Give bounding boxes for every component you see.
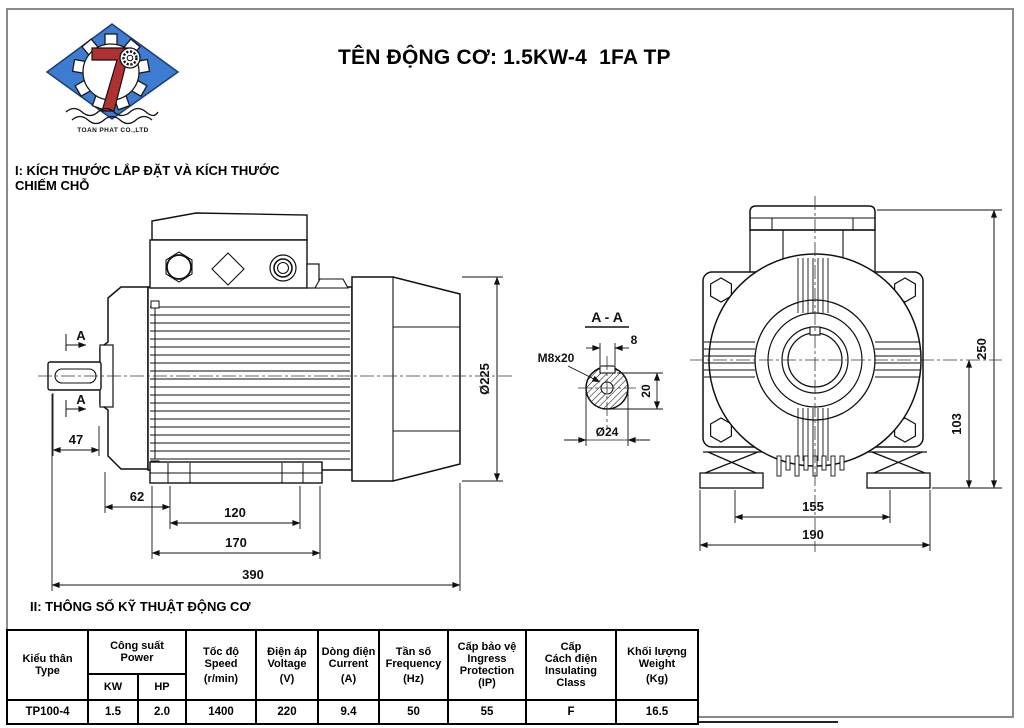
section1-line2: CHIẾM CHỖ <box>15 178 90 193</box>
section2-heading: II: THÔNG SỐ KỸ THUẬT ĐỘNG CƠ <box>30 599 251 614</box>
value-type: TP100-4 <box>6 699 89 725</box>
value-kw: 1.5 <box>87 699 139 725</box>
header-insulation: Cấp Cách điện Insulating Class <box>525 629 617 701</box>
left-ribs <box>704 341 755 378</box>
bottom-fins <box>797 408 829 461</box>
terminal-box-cover <box>151 212 308 241</box>
value-hp: 2.0 <box>137 699 187 725</box>
spec-row: TP100-4 1.5 2.0 1400 220 9.4 50 55 F 16.… <box>6 699 699 725</box>
value-voltage: 220 <box>255 699 319 725</box>
motor-body <box>147 286 353 471</box>
terminal-diamond <box>211 252 245 286</box>
dim-170: 170 <box>225 535 247 550</box>
header-weight: Khối lượng Weight (Kg) <box>615 629 699 701</box>
cable-gland-hex <box>165 251 193 283</box>
header-power: Công suất Power <box>87 629 187 675</box>
header-hp: HP <box>137 673 187 701</box>
section-aa-dimensions <box>564 343 663 446</box>
thread-callout: M8x20 <box>538 351 575 365</box>
dim-key-depth: 20 <box>639 384 653 398</box>
dim-250: 250 <box>974 338 989 360</box>
lifting-lug <box>314 278 349 289</box>
section1-heading: I: KÍCH THƯỚC LẮP ĐẶT VÀ KÍCH THƯỚC CHIẾ… <box>15 163 280 193</box>
logo-waves <box>65 107 159 125</box>
terminal-box-step <box>306 263 320 289</box>
tie-rod-bolt-top <box>150 300 160 309</box>
drawing-title: TÊN ĐỘNG CƠ: 1.5KW-4 1FA TP <box>338 46 671 69</box>
dim-fan-dia: Ø225 <box>477 363 492 395</box>
value-current: 9.4 <box>317 699 380 725</box>
gland-outer <box>269 254 297 282</box>
section-aa-label: A - A <box>591 309 623 325</box>
header-frequency: Tần số Frequency (Hz) <box>378 629 449 701</box>
foot-slots <box>167 463 304 483</box>
header-current: Dòng điện Current (A) <box>317 629 380 701</box>
dim-62: 62 <box>130 489 144 504</box>
spec-table: Kiểu thân Type Công suất Power Tốc độ Sp… <box>6 629 699 725</box>
side-view <box>47 212 461 484</box>
dim-120: 120 <box>224 505 246 520</box>
value-frequency: 50 <box>378 699 449 725</box>
dim-390: 390 <box>242 567 264 582</box>
dim-155: 155 <box>802 499 824 514</box>
dim-103: 103 <box>949 413 964 435</box>
value-insulation: F <box>525 699 617 725</box>
section-mark-a-bottom: A <box>76 392 86 407</box>
cable-gland-plug <box>166 254 192 280</box>
gland-mid <box>273 258 293 278</box>
dim-shaft-dia: Ø24 <box>596 425 619 439</box>
header-voltage: Điện áp Voltage (V) <box>255 629 319 701</box>
logo-bearing-icon <box>119 47 141 69</box>
top-fins <box>797 258 829 313</box>
value-protection: 55 <box>447 699 527 725</box>
value-weight: 16.5 <box>615 699 699 725</box>
section-mark-a-top: A <box>76 328 86 343</box>
header-type: Kiểu thân Type <box>6 629 89 701</box>
front-view-dimensions <box>699 209 1002 551</box>
header-protection: Cấp bảo vệ Ingress Protection (IP) <box>447 629 527 701</box>
fan-cover <box>351 276 461 482</box>
section1-line1: I: KÍCH THƯỚC LẮP ĐẶT VÀ KÍCH THƯỚC <box>15 163 280 178</box>
keyway-notch <box>599 365 616 374</box>
cooling-fins <box>150 306 350 460</box>
side-view-dimensions <box>51 276 503 591</box>
value-speed: 1400 <box>185 699 257 725</box>
header-speed: Tốc độ Speed (r/min) <box>185 629 257 701</box>
dim-key-width: 8 <box>631 333 638 347</box>
dim-47: 47 <box>69 432 83 447</box>
gland-inner <box>276 261 290 275</box>
company-logo: TOAN PHAT CO.,LTD <box>45 23 180 134</box>
right-ribs <box>875 341 920 378</box>
header-kw: KW <box>87 673 139 701</box>
centerlines <box>38 196 1002 552</box>
dim-190: 190 <box>802 527 824 542</box>
front-feet <box>699 451 931 489</box>
logo-company-name: TOAN PHAT CO.,LTD <box>77 127 148 134</box>
